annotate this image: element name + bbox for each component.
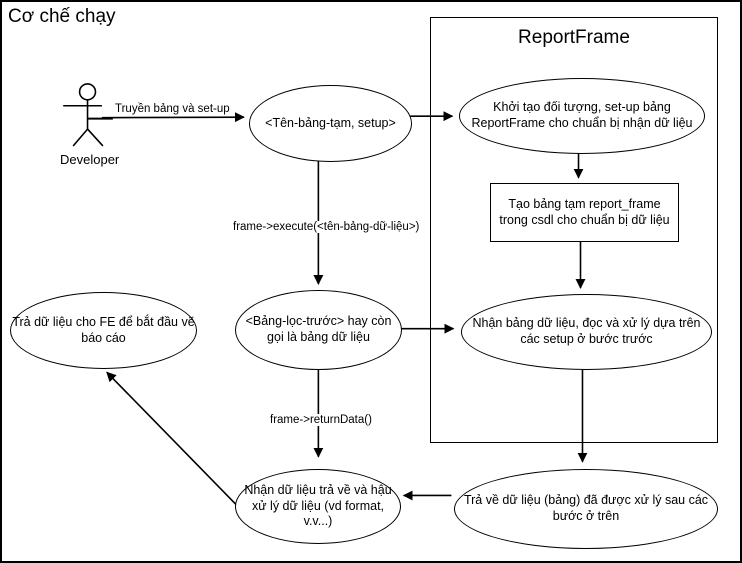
node-temp-table: <Tên-bảng-tạm, setup> <box>249 85 412 162</box>
node-return-fe-label: Trả dữ liệu cho FE để bắt đầu vẽ báo cáo <box>12 314 195 345</box>
node-receive-table: Nhận bảng dữ liệu, đọc và xử lý dựa trên… <box>461 294 712 370</box>
node-return-data-label: Trả về dữ liệu (bảng) đã được xử lý sau … <box>463 493 709 523</box>
node-pre-filter-label: <Bảng-lọc-trước> hay còn gọi là bảng dữ … <box>245 314 392 344</box>
node-post-process-label: Nhận dữ liệu trả về và hậu xử lý dữ liệu… <box>244 483 392 529</box>
node-temp-table-label: <Tên-bảng-tạm, setup> <box>265 115 396 130</box>
node-pre-filter: <Bảng-lọc-trước> hay còn gọi là bảng dữ … <box>235 290 402 370</box>
node-receive-table-label: Nhận bảng dữ liệu, đọc và xử lý dựa trên… <box>472 316 701 346</box>
node-return-data: Trả về dữ liệu (bảng) đã được xử lý sau … <box>454 469 718 549</box>
edge-label-execute: frame->execute(<tên-bảng-dữ-liệu>) <box>231 221 422 233</box>
node-create-table: Tạo bảng tạm report_frame trong csdl cho… <box>490 183 679 242</box>
actor-developer-figure <box>63 83 113 147</box>
node-post-process: Nhận dữ liệu trả về và hậu xử lý dữ liệu… <box>235 469 401 544</box>
actor-head <box>78 83 97 101</box>
node-create-table-label: Tạo bảng tạm report_frame trong csdl cho… <box>499 196 670 227</box>
edge-post-process-to-return-fe <box>106 371 237 505</box>
reportframe-title: ReportFrame <box>518 27 630 48</box>
actor-developer-label: Developer <box>60 152 120 167</box>
node-init-object: Khởi tạo đối tượng, set-up bảng ReportFr… <box>459 78 705 154</box>
reportframe-container: ReportFrame <box>430 17 718 443</box>
page-title: Cơ chế chạy <box>8 6 116 27</box>
edge-label-send-table: Truyền bảng và set-up <box>113 103 232 115</box>
node-return-fe: Trả dữ liệu cho FE để bắt đầu vẽ báo cáo <box>10 292 197 369</box>
edge-label-return-call: frame->returnData() <box>268 414 374 426</box>
node-init-object-label: Khởi tạo đối tượng, set-up bảng ReportFr… <box>471 100 693 130</box>
